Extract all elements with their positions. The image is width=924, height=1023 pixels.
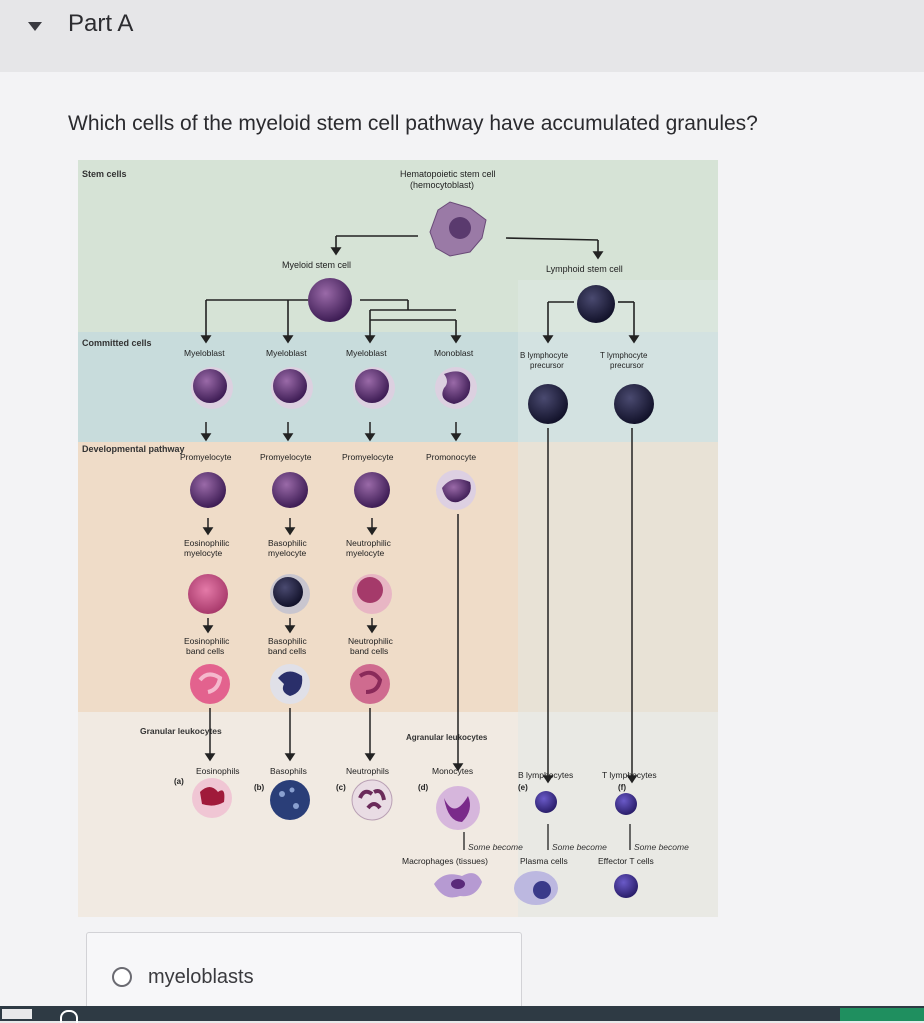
some-become-lines <box>463 824 631 850</box>
band-label-1a: Eosinophilic <box>184 636 230 646</box>
mature-arrows <box>204 428 638 784</box>
committed-label-1: Myeloblast <box>184 348 225 358</box>
promonocyte-cell <box>436 470 476 510</box>
mature-letter-c: (c) <box>336 783 346 792</box>
hematopoietic-label: Hematopoietic stem cell <box>400 169 496 179</box>
mature-label-c: Neutrophils <box>346 766 389 776</box>
final-label-2: Plasma cells <box>520 856 568 866</box>
t-precursor-cell <box>614 384 654 424</box>
developmental-label-3: Promyelocyte <box>342 452 394 462</box>
committed-cells-band <box>78 332 718 442</box>
committed-label-4: Monoblast <box>434 348 474 358</box>
effector-t-cell <box>614 874 638 898</box>
answer-option-label[interactable]: myeloblasts <box>148 966 254 988</box>
agranular-leukocytes-label: Agranular leukocytes <box>406 733 488 742</box>
eosinophilic-band-cell <box>190 664 230 704</box>
committed-label-3: Myeloblast <box>346 348 387 358</box>
neutrophilic-band-cell <box>350 664 390 704</box>
taskbar <box>0 1006 924 1023</box>
mature-letter-f: (f) <box>618 783 626 792</box>
myelocyte-label-3a: Neutrophilic <box>346 538 392 548</box>
myelocyte-label-3b: myelocyte <box>346 548 385 558</box>
taskbar-app-green-icon[interactable] <box>840 1008 924 1021</box>
mature-letter-e: (e) <box>518 783 528 792</box>
part-header[interactable]: Part A <box>0 0 924 72</box>
answer-option-box[interactable] <box>86 932 522 1014</box>
myelocyte-label-2a: Basophilic <box>268 538 307 548</box>
eosinophilic-myelocyte <box>188 574 228 614</box>
myeloid-stem-cell <box>308 278 352 322</box>
monoblast-cell <box>435 367 477 409</box>
taskbar-app-icon[interactable] <box>60 1010 78 1023</box>
final-label-1: Macrophages (tissues) <box>402 856 488 866</box>
b-precursor-cell <box>528 384 568 424</box>
band-label-3a: Neutrophilic <box>348 636 394 646</box>
developmental-label-4: Promonocyte <box>426 452 476 462</box>
band-label-2b: band cells <box>268 646 306 656</box>
eosinophil-cell <box>192 778 232 818</box>
mature-letter-b: (b) <box>254 783 265 792</box>
monocyte-cell <box>436 786 480 830</box>
stem-cells-label: Stem cells <box>82 169 127 179</box>
b-lymphocyte-cell <box>535 791 557 813</box>
committed-label-2: Myeloblast <box>266 348 307 358</box>
myeloid-branch-arrows <box>200 299 640 344</box>
radio-button[interactable] <box>112 967 132 987</box>
band-label-3b: band cells <box>350 646 388 656</box>
some-become-2: Some become <box>552 842 607 852</box>
mature-letter-d: (d) <box>418 783 429 792</box>
developmental-arrows <box>200 422 462 442</box>
mature-label-a: Eosinophils <box>196 766 239 776</box>
myelocyte-label-1a: Eosinophilic <box>184 538 230 548</box>
plasma-cell <box>514 871 558 905</box>
developmental-label-1: Promyelocyte <box>180 452 232 462</box>
part-title: Part A <box>68 10 134 37</box>
mature-label-f: T lymphocytes <box>602 770 657 780</box>
band-arrows <box>202 618 378 634</box>
hemocytoblast-label: (hemocytoblast) <box>410 180 474 190</box>
hematopoiesis-figure: Stem cells Committed cells Developmental… <box>78 160 718 917</box>
windows-logo-icon[interactable] <box>2 1009 32 1019</box>
macrophage-cell <box>434 873 482 898</box>
t-lymphocyte-cell <box>615 793 637 815</box>
final-label-3: Effector T cells <box>598 856 654 866</box>
mature-band <box>78 712 718 917</box>
promyelocyte-cells <box>190 472 390 508</box>
developmental-pathway-label: Developmental pathway <box>82 444 185 454</box>
some-become-3: Some become <box>634 842 689 852</box>
developmental-band <box>78 442 718 712</box>
basophilic-band-cell <box>270 664 310 704</box>
band-label-2a: Basophilic <box>268 636 307 646</box>
myelocyte-arrows <box>202 518 378 536</box>
b-precursor-line2: precursor <box>530 361 564 370</box>
mature-letter-a: (a) <box>174 777 184 786</box>
b-precursor-line1: B lymphocyte <box>520 351 569 360</box>
collapse-caret-icon[interactable] <box>28 22 42 31</box>
basophil-cell <box>270 780 310 820</box>
myeloblast-cells <box>191 367 395 409</box>
mature-label-d: Monocytes <box>432 766 473 776</box>
granular-leukocytes-label: Granular leukocytes <box>140 726 222 736</box>
myeloid-stem-label: Myeloid stem cell <box>282 260 351 270</box>
t-precursor-line2: precursor <box>610 361 644 370</box>
developmental-label-2: Promyelocyte <box>260 452 312 462</box>
basophilic-myelocyte <box>270 574 310 614</box>
mature-label-e: B lymphocytes <box>518 770 573 780</box>
neutrophilic-myelocyte <box>352 574 392 614</box>
hemocytoblast-nucleus <box>449 217 471 239</box>
some-become-1: Some become <box>468 842 523 852</box>
myelocyte-label-2b: myelocyte <box>268 548 307 558</box>
lymphoid-stem-label: Lymphoid stem cell <box>546 264 623 274</box>
myelocyte-label-1b: myelocyte <box>184 548 223 558</box>
t-precursor-line1: T lymphocyte <box>600 351 648 360</box>
band-label-1b: band cells <box>186 646 224 656</box>
mature-label-b: Basophils <box>270 766 307 776</box>
committed-cells-label: Committed cells <box>82 338 152 348</box>
lymphoid-stem-cell <box>577 285 615 323</box>
question-text: Which cells of the myeloid stem cell pat… <box>68 112 758 135</box>
neutrophil-cell <box>351 779 393 821</box>
stem-branch-arrows <box>330 235 604 260</box>
